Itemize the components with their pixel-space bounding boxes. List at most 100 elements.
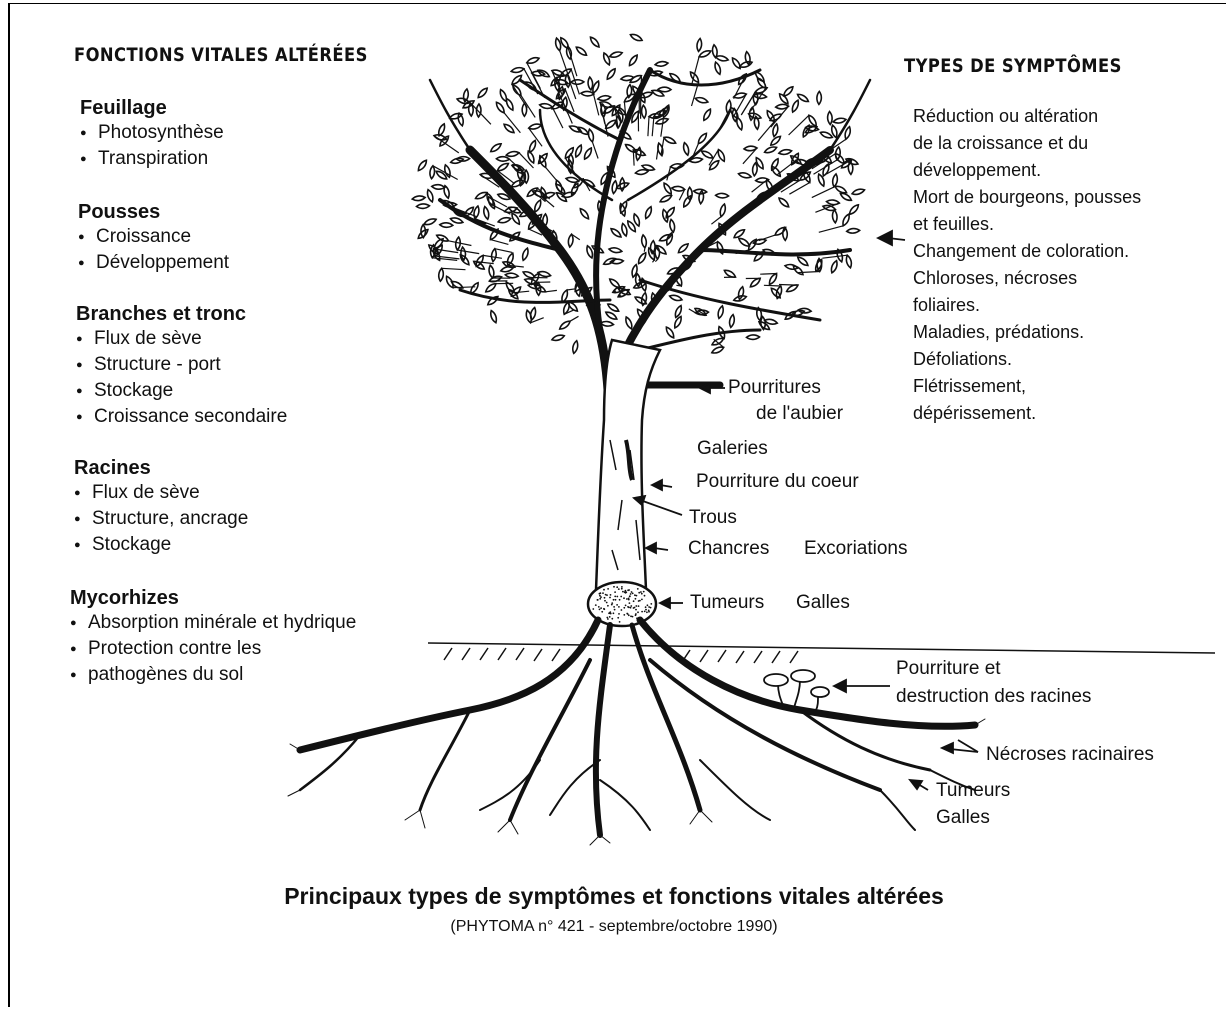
tumour-dot: [604, 600, 606, 602]
leaf: [700, 149, 713, 160]
twig: [644, 248, 645, 252]
tumour-dot: [621, 588, 623, 590]
tumour-dot: [616, 604, 618, 606]
leaf: [735, 117, 743, 131]
twig: [758, 122, 774, 141]
tumour-dot: [636, 595, 638, 597]
caption-source: (PHYTOMA n° 421 - septembre/octobre 1990…: [0, 918, 1228, 936]
twig: [567, 289, 576, 290]
leaf: [484, 282, 497, 294]
leaf: [663, 135, 677, 145]
twig: [442, 268, 466, 269]
leaf: [597, 95, 611, 101]
symptom-line: Changement de coloration.: [913, 238, 1213, 265]
symptom-line: Flétrissement,: [913, 373, 1213, 400]
group-mycorhizes: Mycorhizes Absorption minérale et hydriq…: [70, 586, 356, 688]
tumour-dot: [615, 599, 617, 601]
twig: [633, 150, 634, 166]
tumour-dot: [609, 616, 611, 618]
leaf: [637, 251, 648, 264]
symptom-line: et feuilles.: [913, 211, 1213, 238]
tumour-dot: [619, 599, 621, 601]
tumour-dot: [592, 608, 594, 610]
label-galles-racines: Galles: [936, 806, 990, 830]
tumour-dot: [635, 605, 637, 607]
leaf: [752, 163, 758, 176]
leaf: [609, 51, 623, 59]
symptom-line: Maladies, prédations.: [913, 319, 1213, 346]
tumour-dot: [611, 604, 613, 606]
twig: [779, 285, 798, 286]
leaf: [817, 91, 822, 104]
tumour-dot: [627, 613, 629, 615]
twig: [552, 107, 563, 128]
tumour-dot: [614, 609, 616, 611]
leaf: [500, 265, 514, 273]
tumour-dot: [607, 605, 609, 607]
label-chancres: Chancres: [688, 537, 769, 561]
leaf: [796, 256, 809, 268]
list-item: Structure - port: [76, 352, 287, 378]
leaf: [746, 335, 759, 340]
leaf: [438, 268, 444, 281]
tumour-dot: [609, 597, 611, 599]
leaf: [764, 145, 778, 154]
list-item: Absorption minérale et hydrique: [70, 610, 356, 636]
label-pourritures: Pourritures: [728, 376, 821, 400]
label-pourriture-et: Pourriture et: [896, 657, 1001, 681]
leaf: [611, 180, 617, 194]
tumour-dot: [637, 611, 639, 613]
symptom-line: foliaires.: [913, 292, 1213, 319]
tumour-dot: [617, 617, 619, 619]
leaf: [677, 242, 690, 254]
leaf: [792, 264, 805, 276]
tumour-dot: [613, 606, 615, 608]
group-feuillage: Feuillage Photosynthèse Transpiration: [80, 96, 224, 172]
label-tumeurs: Tumeurs: [690, 591, 764, 615]
symptom-line: Réduction ou altération: [913, 103, 1213, 130]
list-item: Flux de sève: [76, 326, 287, 352]
leaf: [572, 340, 579, 354]
leaf: [571, 80, 584, 85]
list-item: Transpiration: [80, 146, 224, 172]
twig: [760, 274, 776, 275]
twig: [655, 259, 657, 262]
tumour-dot: [616, 586, 618, 588]
tumour-dot: [629, 595, 631, 597]
tumour-dot: [646, 611, 648, 613]
tumour-dot: [633, 600, 635, 602]
tumour-dot: [641, 593, 643, 595]
leaf: [629, 33, 643, 43]
tumour-dot: [629, 602, 631, 604]
continuation-text: pathogènes du sol: [88, 664, 243, 685]
list-item: Développement: [78, 250, 229, 276]
leaf: [845, 157, 859, 166]
leaf: [624, 316, 633, 330]
leaf: [455, 237, 461, 250]
leaf: [717, 305, 725, 319]
twig: [512, 84, 527, 108]
tumour-dot: [601, 611, 603, 613]
tumour-dot: [613, 612, 615, 614]
list-item: Stockage: [74, 532, 248, 558]
twig: [593, 93, 599, 115]
leaf: [632, 148, 646, 157]
leaf: [429, 166, 435, 179]
twig: [819, 226, 843, 233]
leaf: [708, 159, 720, 171]
leaf: [715, 193, 728, 198]
leaf: [729, 314, 736, 328]
leaf: [658, 87, 671, 92]
twig: [652, 117, 654, 137]
leaf: [551, 334, 565, 342]
leaf: [609, 247, 623, 254]
leaf: [498, 216, 512, 224]
leaf: [669, 294, 683, 302]
label-excoriations: Excoriations: [804, 537, 908, 561]
leaf: [713, 61, 721, 75]
tumour-dot: [603, 589, 605, 591]
tumour-dot: [635, 613, 637, 615]
symptom-line: Défoliations.: [913, 346, 1213, 373]
group-pousses: Pousses Croissance Développement: [78, 200, 229, 276]
leaf: [770, 158, 780, 172]
